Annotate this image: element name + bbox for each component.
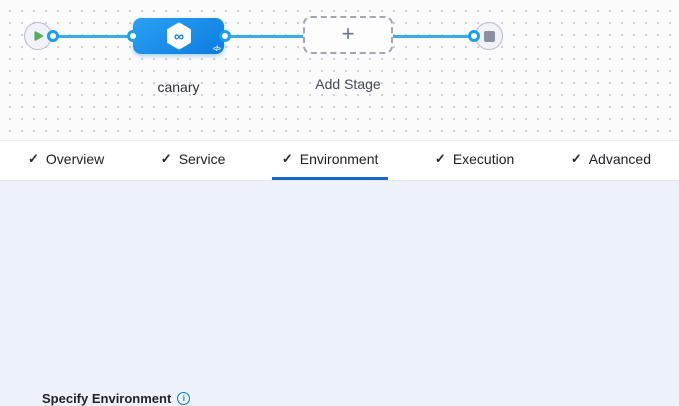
tab-environment[interactable]: ✓ Environment — [271, 141, 389, 180]
tab-overview[interactable]: ✓ Overview — [18, 141, 114, 180]
tab-label: Environment — [299, 151, 379, 167]
connector-port — [47, 30, 59, 42]
check-icon: ✓ — [28, 151, 39, 166]
pipeline-end-node[interactable] — [475, 22, 503, 50]
check-icon: ✓ — [570, 151, 582, 166]
stop-icon — [483, 30, 495, 42]
connector-port — [219, 30, 231, 42]
specify-environment-row: Specify Environment i — [42, 391, 191, 406]
play-icon — [34, 31, 43, 41]
tab-label: Overview — [45, 151, 105, 167]
tab-label: Advanced — [588, 151, 651, 167]
tab-service[interactable]: ✓ Service — [151, 141, 236, 180]
environment-tab-content: Specify Environment i Σˣ Fixed value — [0, 181, 679, 406]
add-stage-node[interactable]: + — [303, 16, 393, 54]
stage-tabs: ✓ Overview ✓ Service ✓ Environment ✓ Exe… — [0, 141, 679, 181]
plus-icon: + — [341, 21, 355, 46]
check-icon: ✓ — [434, 151, 446, 166]
check-icon: ✓ — [160, 151, 172, 166]
stage-name-label: canary — [157, 79, 200, 95]
svg-text:∞: ∞ — [174, 28, 184, 44]
pipeline-canvas: ∞ </> + canary Add Stage — [0, 0, 679, 141]
specify-environment-label: Specify Environment — [42, 391, 172, 406]
deployment-hexagon-icon: ∞ — [166, 22, 191, 50]
add-stage-label: Add Stage — [315, 76, 381, 92]
connector-port — [127, 30, 139, 42]
flow-connector-line — [53, 35, 474, 38]
connector-port — [468, 30, 480, 42]
check-icon: ✓ — [281, 151, 293, 166]
tab-execution[interactable]: ✓ Execution — [425, 141, 524, 180]
tab-advanced[interactable]: ✓ Advanced — [561, 141, 661, 180]
stage-node-canary[interactable]: ∞ </> — [133, 18, 224, 54]
tab-label: Service — [178, 151, 226, 167]
info-icon[interactable]: i — [177, 392, 191, 405]
tab-label: Execution — [452, 151, 515, 167]
code-icon: </> — [212, 46, 221, 53]
